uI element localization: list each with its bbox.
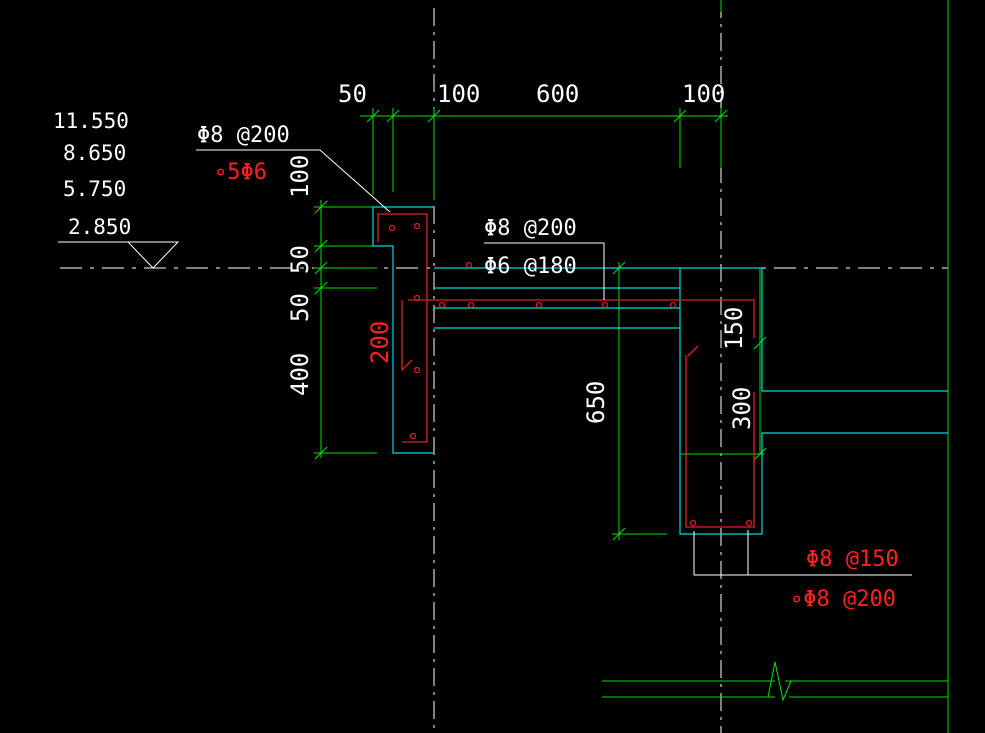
left-dim-100: 100 [286, 155, 314, 198]
concrete-outline [372, 206, 948, 535]
axis-lines [60, 0, 948, 733]
left-dim-50-b: 50 [286, 293, 314, 322]
beam-side-bar-label: ∘Φ8 @200 [790, 587, 896, 612]
parapet-stirrup [377, 213, 428, 443]
top-dim-600: 600 [536, 80, 579, 108]
left-dim-50-a: 50 [286, 245, 314, 274]
beam-upper-dim-150: 150 [720, 307, 748, 350]
rebar [377, 213, 755, 528]
elevation-3: 5.750 [63, 177, 126, 201]
wall-lines [602, 0, 949, 733]
rebar-dots [388, 222, 753, 527]
parapet-long-bar-label: ∘5Φ6 [214, 160, 267, 185]
beam-stirrup-label: Φ8 @150 [806, 547, 899, 572]
slab-dist-bar-label: Φ6 @180 [484, 254, 577, 279]
parapet-outline [372, 206, 434, 454]
parapet-stirrup-label: Φ8 @200 [197, 123, 290, 148]
beam-lower-dim-300: 300 [728, 387, 756, 430]
elevation-1: 11.550 [53, 109, 129, 133]
left-dim-400: 400 [286, 353, 314, 396]
parapet-inner-dim-200: 200 [366, 321, 394, 364]
break-line-symbol [767, 661, 792, 702]
elevation-marker [58, 241, 180, 269]
beam-stirrup [685, 355, 755, 528]
beam-depth-dim-650: 650 [582, 381, 610, 424]
slab-top-bar-label: Φ8 @200 [484, 216, 577, 241]
leader-lines [58, 149, 912, 576]
elevation-4: 2.850 [68, 215, 131, 239]
top-dim-100-right: 100 [682, 80, 725, 108]
elevation-2: 8.650 [63, 141, 126, 165]
beam-outline [679, 268, 948, 535]
top-dim-50: 50 [338, 80, 367, 108]
top-dim-100-left: 100 [437, 80, 480, 108]
slab-top-bar [408, 299, 755, 338]
